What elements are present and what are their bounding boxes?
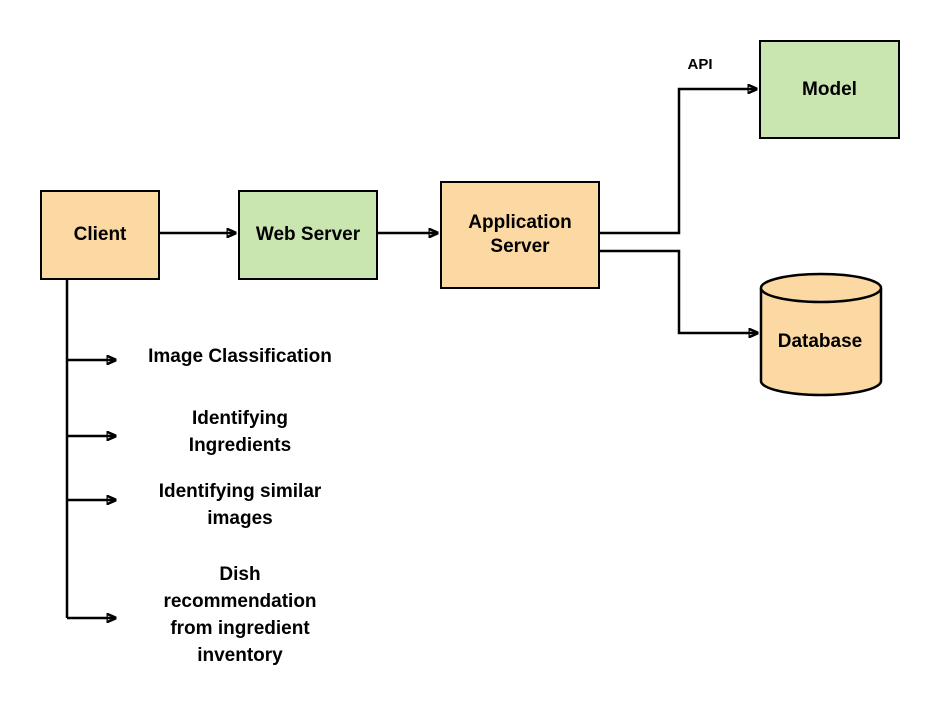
database-cylinder bbox=[759, 272, 883, 397]
database-cylinder-body bbox=[759, 288, 883, 397]
feature-image-classification: Image Classification bbox=[148, 346, 332, 367]
edge-appserver-model bbox=[600, 89, 756, 235]
node-client-label: Client bbox=[73, 224, 127, 246]
node-database-label: Database bbox=[777, 331, 863, 352]
edge-api-label: API bbox=[687, 56, 713, 73]
node-application-server-label: Application Server bbox=[468, 212, 572, 257]
feature-dish-recommendation: Dish recommendation from ingredient inve… bbox=[163, 564, 317, 666]
node-client: Client bbox=[40, 190, 160, 280]
edge-appserver-database bbox=[600, 249, 757, 333]
feature-identifying-similar-images: Identifying similar images bbox=[158, 481, 322, 529]
feature-identifying-ingredients: Identifying Ingredients bbox=[188, 408, 292, 456]
database-cylinder-top bbox=[759, 272, 883, 304]
node-model-label: Model bbox=[802, 78, 857, 100]
node-model: Model bbox=[759, 40, 900, 139]
node-web-server-label: Web Server bbox=[255, 224, 361, 246]
node-application-server: Application Server bbox=[440, 181, 600, 289]
node-web-server: Web Server bbox=[238, 190, 378, 280]
